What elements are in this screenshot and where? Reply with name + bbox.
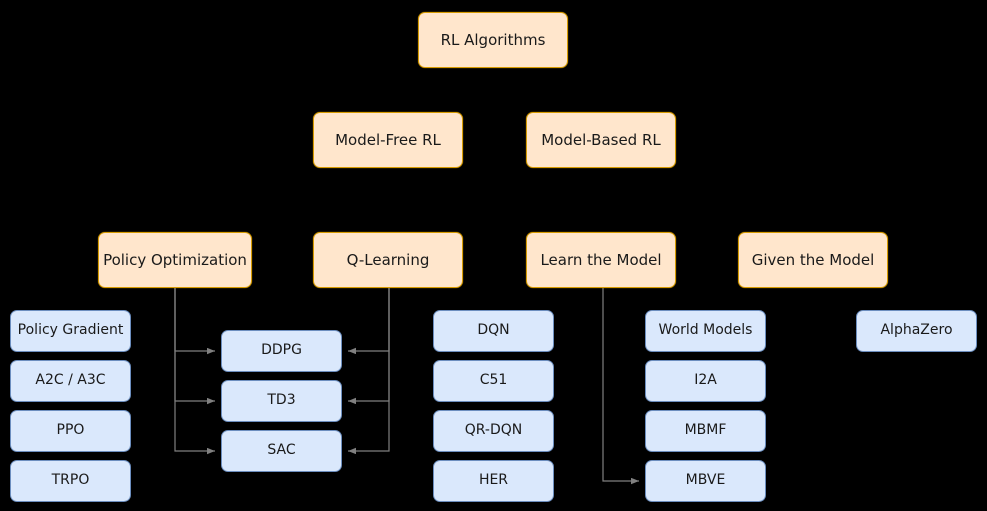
leaf-a2c-a3c-label: A2C / A3C bbox=[35, 372, 106, 389]
node-policy-optimization[interactable]: Policy Optimization bbox=[98, 232, 252, 288]
leaf-dqn[interactable]: DQN bbox=[433, 310, 554, 352]
leaf-trpo[interactable]: TRPO bbox=[10, 460, 131, 502]
leaf-ppo-label: PPO bbox=[56, 422, 85, 439]
node-q-learning[interactable]: Q-Learning bbox=[313, 232, 463, 288]
leaf-qr-dqn-label: QR-DQN bbox=[464, 422, 523, 439]
leaf-world-models[interactable]: World Models bbox=[645, 310, 766, 352]
q-learning-to-sac bbox=[348, 288, 390, 455]
node-given-the-model[interactable]: Given the Model bbox=[738, 232, 888, 288]
leaf-mbve-label: MBVE bbox=[685, 472, 726, 489]
leaf-i2a[interactable]: I2A bbox=[645, 360, 766, 402]
leaf-mbmf[interactable]: MBMF bbox=[645, 410, 766, 452]
node-policy-optimization-label: Policy Optimization bbox=[103, 250, 247, 269]
node-given-the-model-label: Given the Model bbox=[751, 250, 875, 269]
leaf-her-label: HER bbox=[478, 472, 509, 489]
leaf-sac[interactable]: SAC bbox=[221, 430, 342, 472]
leaf-ddpg-label: DDPG bbox=[261, 342, 302, 359]
node-model-free-label: Model-Free RL bbox=[335, 130, 441, 149]
leaf-trpo-label: TRPO bbox=[51, 472, 90, 489]
policy-optimization-to-td3 bbox=[174, 288, 215, 405]
policy-optimization-to-sac bbox=[174, 288, 215, 455]
leaf-policy-gradient-label: Policy Gradient bbox=[17, 322, 124, 339]
leaf-c51-label: C51 bbox=[479, 372, 508, 389]
leaf-alphazero-label: AlphaZero bbox=[880, 322, 953, 339]
policy-optimization-to-ddpg bbox=[174, 288, 215, 355]
q-learning-to-td3 bbox=[348, 288, 390, 405]
leaf-i2a-label: I2A bbox=[694, 372, 717, 389]
leaf-world-models-label: World Models bbox=[658, 322, 753, 339]
node-model-based[interactable]: Model-Based RL bbox=[526, 112, 676, 168]
leaf-policy-gradient[interactable]: Policy Gradient bbox=[10, 310, 131, 352]
leaf-sac-label: SAC bbox=[267, 442, 296, 459]
learn-the-model-to-mbve bbox=[602, 288, 639, 485]
node-learn-the-model-label: Learn the Model bbox=[540, 250, 662, 269]
node-root-label: RL Algorithms bbox=[440, 30, 546, 49]
leaf-her[interactable]: HER bbox=[433, 460, 554, 502]
leaf-alphazero[interactable]: AlphaZero bbox=[856, 310, 977, 352]
leaf-td3[interactable]: TD3 bbox=[221, 380, 342, 422]
leaf-td3-label: TD3 bbox=[267, 392, 296, 409]
q-learning-to-ddpg bbox=[348, 288, 390, 355]
leaf-dqn-label: DQN bbox=[477, 322, 510, 339]
leaf-mbve[interactable]: MBVE bbox=[645, 460, 766, 502]
node-learn-the-model[interactable]: Learn the Model bbox=[526, 232, 676, 288]
leaf-a2c-a3c[interactable]: A2C / A3C bbox=[10, 360, 131, 402]
node-q-learning-label: Q-Learning bbox=[346, 250, 430, 269]
node-root[interactable]: RL Algorithms bbox=[418, 12, 568, 68]
node-model-based-label: Model-Based RL bbox=[541, 130, 661, 149]
leaf-ppo[interactable]: PPO bbox=[10, 410, 131, 452]
node-model-free[interactable]: Model-Free RL bbox=[313, 112, 463, 168]
leaf-ddpg[interactable]: DDPG bbox=[221, 330, 342, 372]
leaf-qr-dqn[interactable]: QR-DQN bbox=[433, 410, 554, 452]
leaf-c51[interactable]: C51 bbox=[433, 360, 554, 402]
leaf-mbmf-label: MBMF bbox=[684, 422, 727, 439]
